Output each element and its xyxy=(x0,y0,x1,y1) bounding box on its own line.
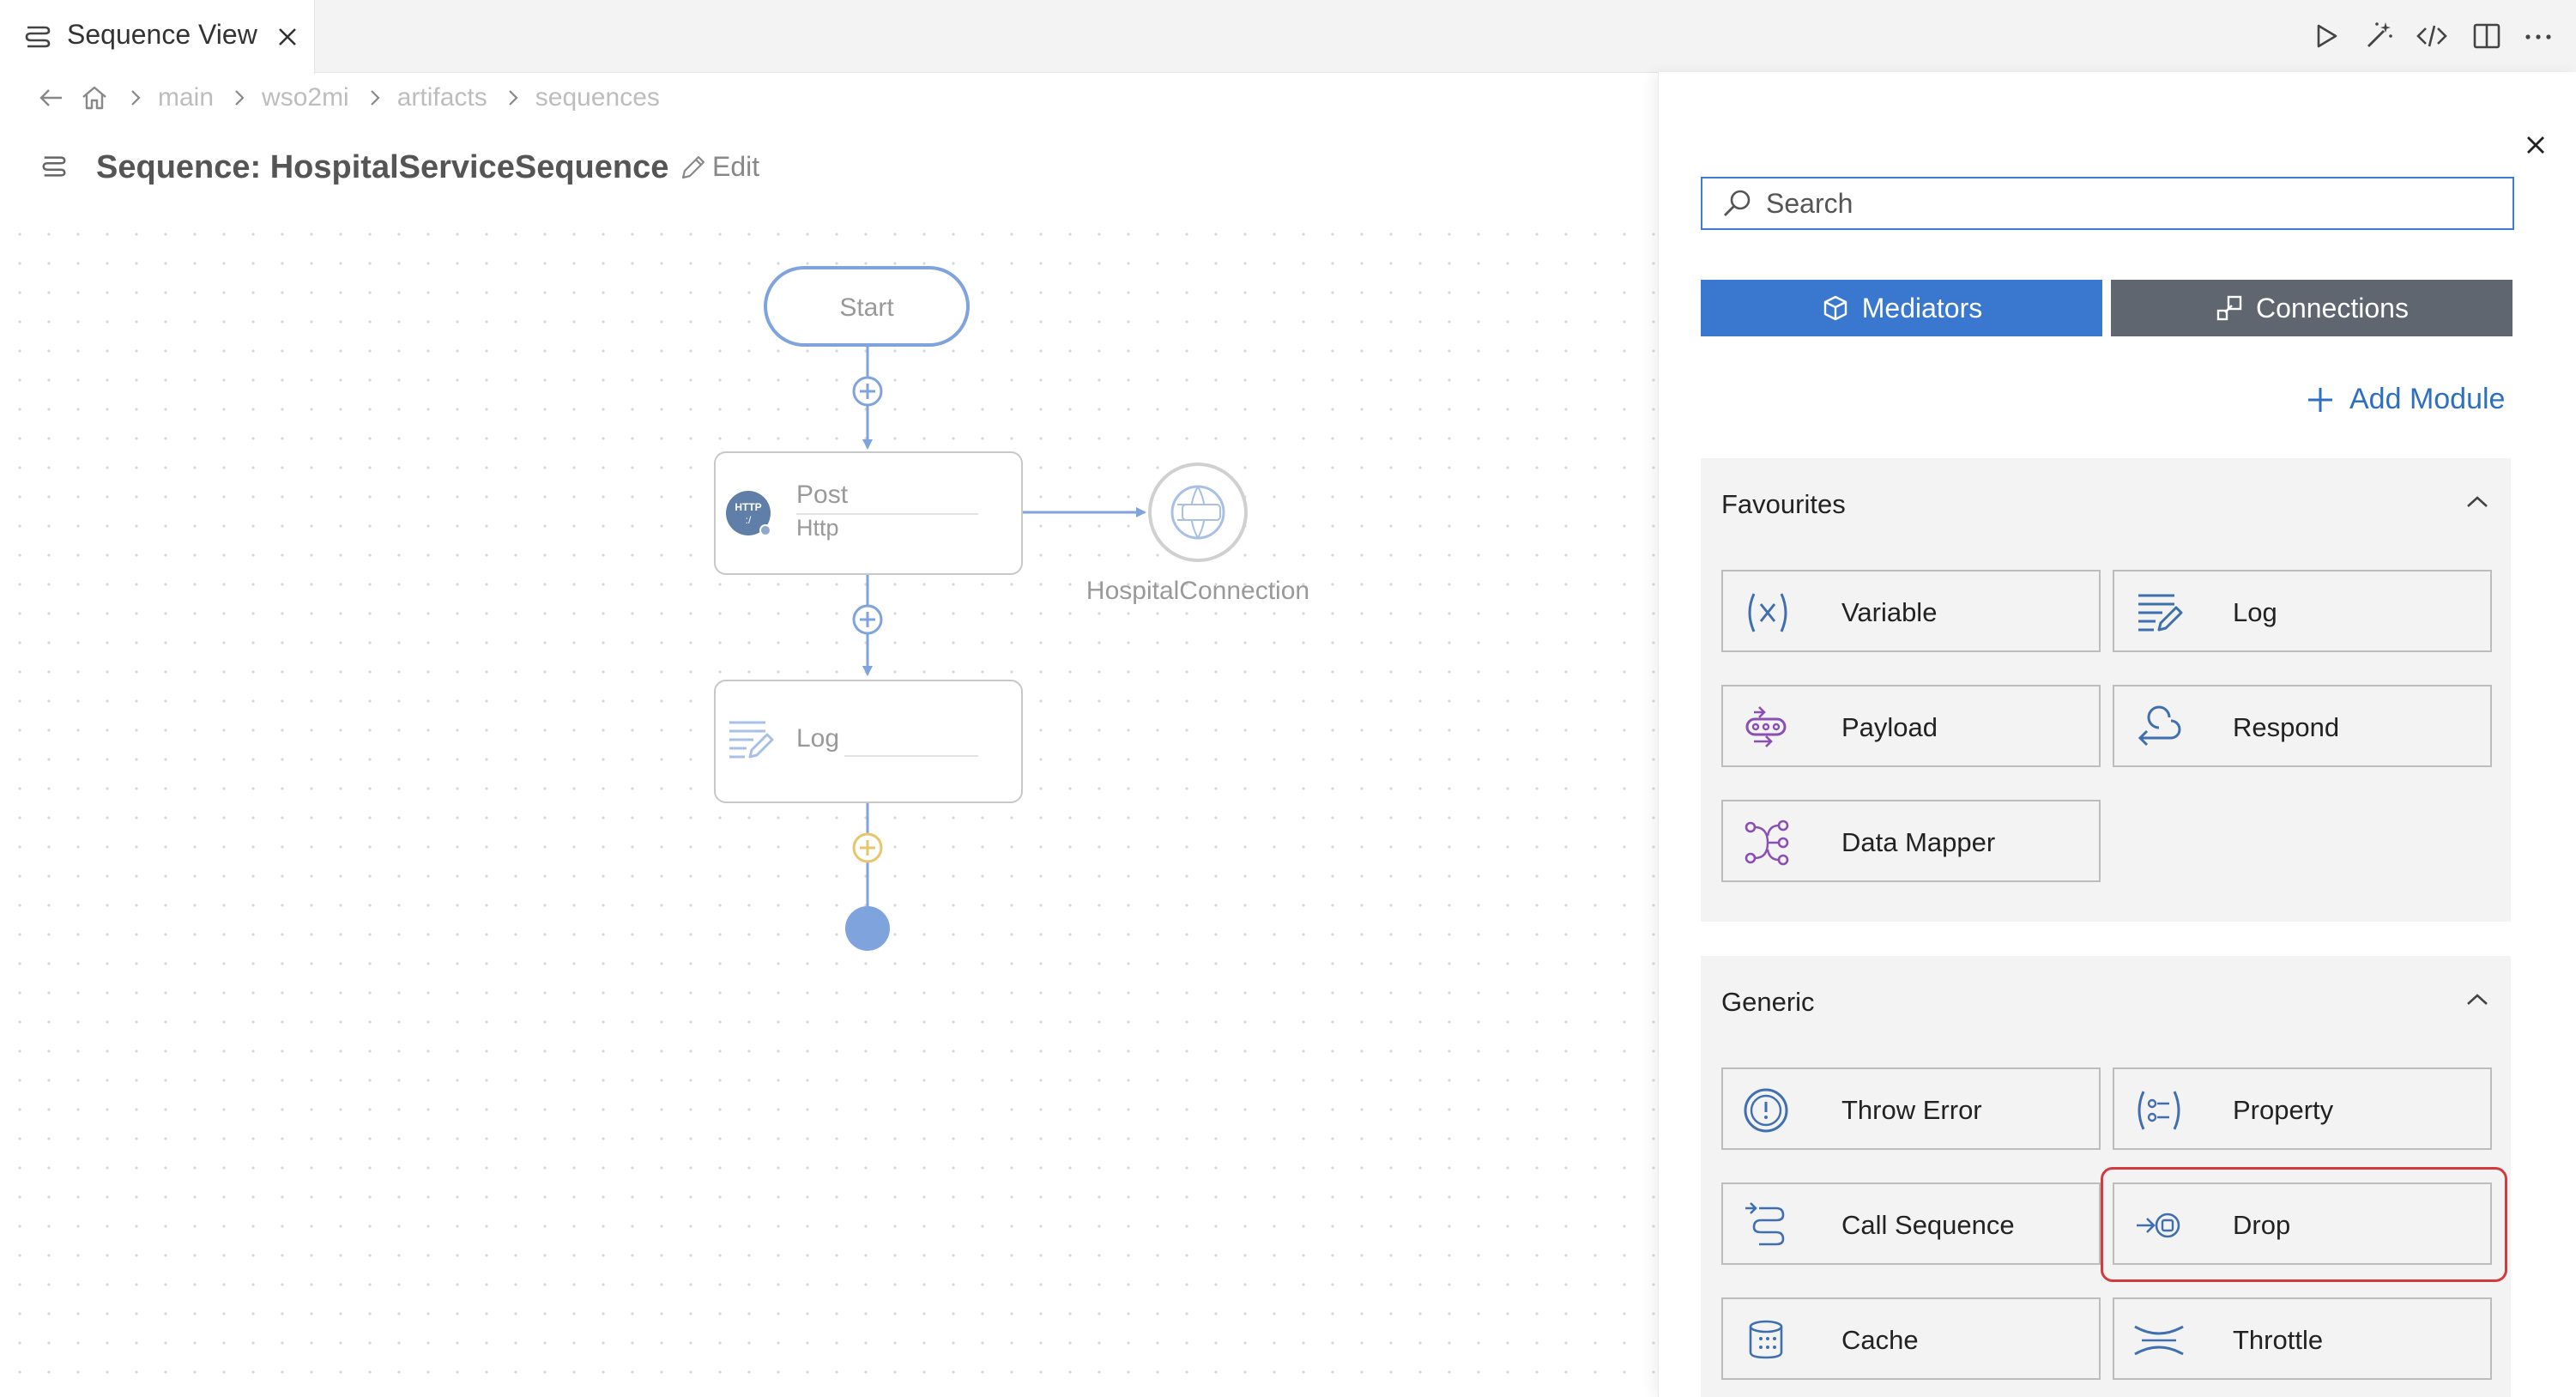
http-node-title: Post xyxy=(796,481,849,509)
tile-label: Throttle xyxy=(2233,1325,2324,1355)
sequence-icon xyxy=(42,156,66,177)
add-node-button[interactable] xyxy=(852,832,883,863)
chevron-right-icon xyxy=(508,90,518,106)
property-icon xyxy=(2138,1091,2180,1130)
breadcrumb-item[interactable]: sequences xyxy=(535,83,660,112)
magic-wand-icon[interactable] xyxy=(2361,19,2396,53)
code-icon[interactable] xyxy=(2415,19,2449,53)
edit-button[interactable]: Edit xyxy=(678,151,759,183)
connection-label: HospitalConnection xyxy=(1086,577,1309,605)
mediator-tile-respond[interactable]: Respond xyxy=(2113,685,2492,767)
http-post-node[interactable]: HTTP :/ Post Http xyxy=(714,451,1023,575)
throw-error-icon xyxy=(1744,1088,1788,1133)
payload-icon xyxy=(1745,706,1787,747)
mediator-tile-throw-error[interactable]: Throw Error xyxy=(1721,1067,2101,1150)
cache-icon xyxy=(1749,1320,1783,1359)
chevron-up-icon[interactable] xyxy=(2463,489,2492,515)
variable-icon xyxy=(1748,593,1787,632)
pencil-icon xyxy=(681,155,705,178)
tab-mediators-label: Mediators xyxy=(1861,292,1983,324)
close-tab-icon[interactable] xyxy=(273,22,302,51)
connection-node[interactable] xyxy=(1148,463,1248,562)
mediator-tile-variable[interactable]: Variable xyxy=(1721,570,2101,652)
tab-connections[interactable]: Connections xyxy=(2111,280,2513,336)
edit-label: Edit xyxy=(712,151,760,182)
chevron-up-icon[interactable] xyxy=(2463,987,2492,1013)
breadcrumb: main wso2mi artifacts sequences xyxy=(36,81,660,115)
log-node-title: Log xyxy=(796,724,840,753)
chevron-right-icon xyxy=(370,90,380,106)
add-node-button[interactable] xyxy=(852,376,883,407)
page-title: Sequence: HospitalServiceSequence xyxy=(96,149,669,185)
drop-highlight xyxy=(2101,1167,2507,1282)
tile-label: Variable xyxy=(1841,597,1938,627)
tile-label: Call Sequence xyxy=(1841,1210,2015,1240)
sequence-diagram: Start HospitalConnection xyxy=(764,266,1309,951)
start-label: Start xyxy=(839,293,894,322)
drop-icon xyxy=(2137,1213,2180,1238)
http-badge: HTTP xyxy=(735,501,761,513)
close-panel-icon[interactable] xyxy=(2521,130,2550,160)
chevron-right-icon xyxy=(235,90,245,106)
data-mapper-icon xyxy=(1745,819,1789,866)
section-title: Generic xyxy=(1721,987,1815,1017)
tile-label: Data Mapper xyxy=(1841,827,1996,857)
tile-label: Log xyxy=(2233,597,2277,627)
log-node[interactable]: Log xyxy=(714,680,1023,803)
tile-label: Throw Error xyxy=(1841,1095,1982,1125)
run-icon[interactable] xyxy=(2308,19,2343,53)
mediator-tile-call-sequence[interactable]: Call Sequence xyxy=(1721,1182,2101,1265)
tile-label: Drop xyxy=(2233,1210,2291,1240)
mediator-tile-property[interactable]: Property xyxy=(2113,1067,2492,1150)
mediator-tile-log[interactable]: Log xyxy=(2113,570,2492,652)
split-editor-icon[interactable] xyxy=(2470,19,2504,53)
http-icon: HTTP :/ xyxy=(726,491,771,536)
tab-sequence-view[interactable]: Sequence View xyxy=(0,0,315,74)
tab-connections-label: Connections xyxy=(2256,292,2409,324)
tile-label: Payload xyxy=(1841,712,1938,742)
node-divider xyxy=(796,513,978,515)
node-divider xyxy=(844,755,978,757)
connection-icon xyxy=(2216,295,2242,321)
search-icon xyxy=(1724,190,1751,216)
breadcrumb-item[interactable]: main xyxy=(158,83,215,112)
section-title: Favourites xyxy=(1721,489,1846,519)
mediator-tile-data-mapper[interactable]: Data Mapper xyxy=(1721,800,2101,882)
back-arrow-icon[interactable] xyxy=(36,82,67,113)
mediator-tile-drop[interactable]: Drop xyxy=(2113,1182,2492,1265)
search-box[interactable] xyxy=(1701,177,2514,230)
mediator-tile-cache[interactable]: Cache xyxy=(1721,1297,2101,1380)
add-module-button[interactable]: Add Module xyxy=(2305,383,2505,416)
log-icon xyxy=(729,721,774,759)
search-input[interactable] xyxy=(1764,184,2497,223)
tile-label: Respond xyxy=(2233,712,2340,742)
call-sequence-icon xyxy=(1745,1202,1785,1246)
chevron-right-icon xyxy=(131,90,141,106)
cube-icon xyxy=(1823,295,1847,321)
tab-title: Sequence View xyxy=(67,19,257,50)
mediator-tile-payload[interactable]: Payload xyxy=(1721,685,2101,767)
svg-text::/: :/ xyxy=(746,514,752,526)
add-module-label: Add Module xyxy=(2349,383,2506,415)
editor-tab-bar: Sequence View xyxy=(0,0,2576,74)
breadcrumb-item[interactable]: wso2mi xyxy=(262,83,349,112)
throttle-icon xyxy=(2134,1325,2184,1356)
plus-icon xyxy=(2308,387,2332,412)
tile-label: Cache xyxy=(1841,1325,1919,1355)
end-node xyxy=(845,906,890,951)
start-node[interactable] xyxy=(764,266,970,347)
http-node-subtitle: Http xyxy=(796,515,839,541)
tab-mediators[interactable]: Mediators xyxy=(1701,280,2102,336)
more-actions-icon[interactable] xyxy=(2521,19,2555,53)
mediator-tile-throttle[interactable]: Throttle xyxy=(2113,1297,2492,1380)
tile-label: Property xyxy=(2233,1095,2334,1125)
log-icon xyxy=(2138,594,2183,632)
respond-icon xyxy=(2138,705,2181,747)
breadcrumb-item[interactable]: artifacts xyxy=(396,83,487,112)
sequence-icon xyxy=(25,26,51,48)
diagram-canvas[interactable] xyxy=(0,215,1658,1397)
add-node-button[interactable] xyxy=(852,604,883,635)
home-icon[interactable] xyxy=(79,82,110,113)
